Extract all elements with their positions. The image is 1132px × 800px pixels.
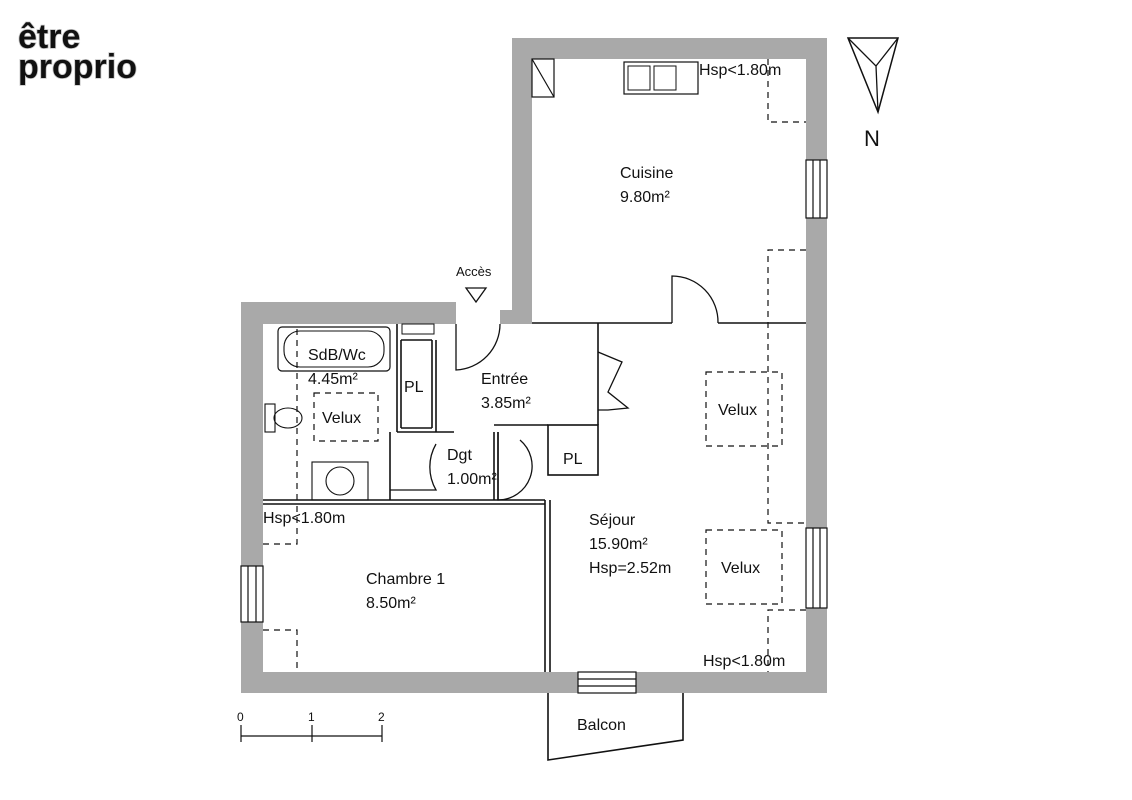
scale-bar [240, 725, 383, 742]
dgt-area: 1.00m² [447, 471, 497, 488]
cuisine-hsp: Hsp<1.80m [699, 62, 781, 79]
walls [241, 38, 827, 693]
doors [390, 275, 719, 501]
sdb-name: SdB/Wc [308, 347, 366, 364]
sdb-velux: Velux [322, 410, 361, 427]
scale-tick-1: 1 [308, 710, 315, 724]
watermark-line2: proprio [18, 48, 137, 86]
balcon-outline [547, 693, 684, 761]
fixtures [264, 58, 699, 501]
sejour-velux-bottom: Velux [721, 560, 760, 577]
access-label: Accès [456, 264, 492, 279]
compass-label: N [864, 126, 880, 151]
pl-left-label: PL [404, 379, 424, 396]
low-ceiling-zones [263, 59, 806, 672]
sejour-hsp: Hsp=2.52m [589, 560, 671, 577]
scale-tick-2: 2 [378, 710, 385, 724]
access-marker [464, 287, 488, 304]
chambre-area: 8.50m² [366, 595, 416, 612]
sejour-hsp-low: Hsp<1.80m [703, 653, 785, 670]
sejour-area: 15.90m² [589, 536, 648, 553]
chambre-hsp: Hsp<1.80m [263, 510, 345, 527]
sdb-area: 4.45m² [308, 371, 358, 388]
windows [240, 159, 828, 694]
sejour-velux-top: Velux [718, 402, 757, 419]
watermark-line1: être [18, 18, 80, 56]
dgt-name: Dgt [447, 447, 472, 464]
watermark-logo: être proprio [17, 17, 138, 87]
entree-area: 3.85m² [481, 395, 531, 412]
cuisine-name: Cuisine [620, 165, 673, 182]
north-arrow-icon [846, 37, 899, 115]
sejour-name: Séjour [589, 512, 636, 529]
scale-tick-0: 0 [237, 710, 244, 724]
velux-frames [313, 371, 783, 605]
entree-name: Entrée [481, 371, 528, 388]
pl-right-label: PL [563, 451, 583, 468]
cuisine-area: 9.80m² [620, 189, 670, 206]
chambre-name: Chambre 1 [366, 571, 445, 588]
balcon-label: Balcon [577, 717, 626, 734]
